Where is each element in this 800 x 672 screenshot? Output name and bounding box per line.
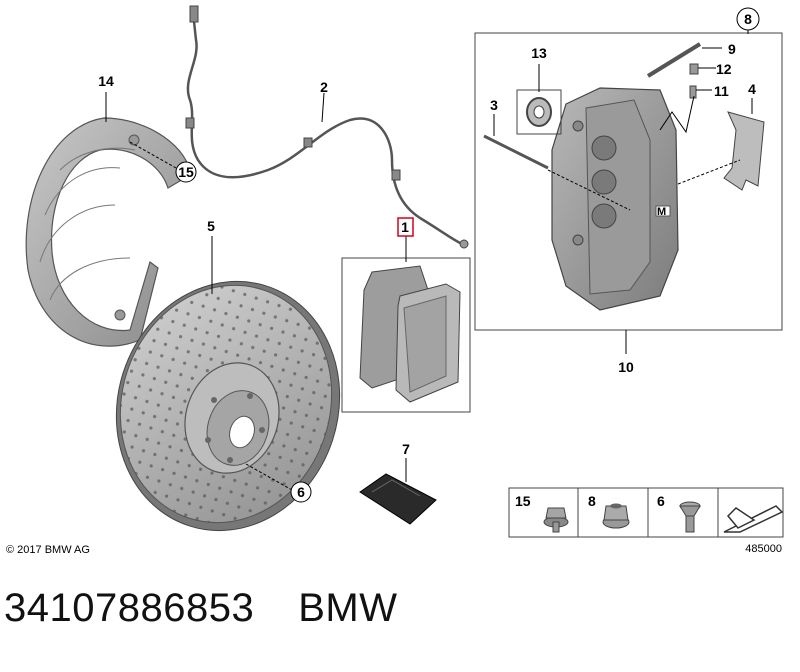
- label-part-9: 9: [728, 41, 736, 57]
- brake-disc-part-5: [115, 280, 341, 532]
- copyright: © 2017 BMW AG: [6, 544, 90, 556]
- legend-label-6: 6: [657, 493, 665, 509]
- label-part-5: 5: [207, 218, 215, 234]
- legend-label-8: 8: [588, 493, 596, 509]
- dust-shield-part-14: [25, 117, 191, 347]
- direction-arrow-icon: [723, 505, 784, 533]
- label-part-13: 13: [531, 45, 547, 61]
- label-part-3: 3: [490, 97, 498, 113]
- label-part-1: 1: [401, 219, 409, 235]
- flange-nut-icon: [602, 503, 630, 529]
- legend-label-15: 15: [515, 493, 531, 509]
- label-part-12: 12: [716, 61, 732, 77]
- label-part-10: 10: [618, 359, 634, 375]
- brake-wear-sensor-part-2: [185, 5, 469, 249]
- part-number-caption: 34107886853 BMW: [4, 586, 397, 631]
- part-number: 34107886853: [4, 586, 255, 630]
- label-part-11: 11: [714, 83, 729, 99]
- label-part-14: 14: [98, 73, 114, 89]
- diagram-id: 485000: [745, 543, 782, 555]
- label-part-8: 8: [744, 11, 752, 27]
- label-part-4: 4: [748, 81, 756, 97]
- label-part-15: 15: [178, 164, 194, 180]
- callout-labels: 14 15 2 5 6 1 7 3 13 8 9 12 11 4 10: [98, 7, 760, 503]
- caliper-assembly-part-10: M: [474, 32, 783, 331]
- label-part-7: 7: [402, 441, 410, 457]
- hex-bolt-with-washer-icon: [543, 507, 569, 533]
- brake-pads-part-1: [341, 257, 471, 413]
- brand-name: BMW: [298, 586, 398, 630]
- label-part-2: 2: [320, 79, 328, 95]
- label-part-6: 6: [297, 484, 305, 500]
- countersunk-bolt-icon: [679, 501, 701, 533]
- small-parts-legend: 15 8 6: [508, 487, 784, 538]
- leader-lines: [105, 30, 753, 491]
- caliper-badge: M: [657, 206, 666, 218]
- grease-sachet-part-7: [359, 473, 437, 525]
